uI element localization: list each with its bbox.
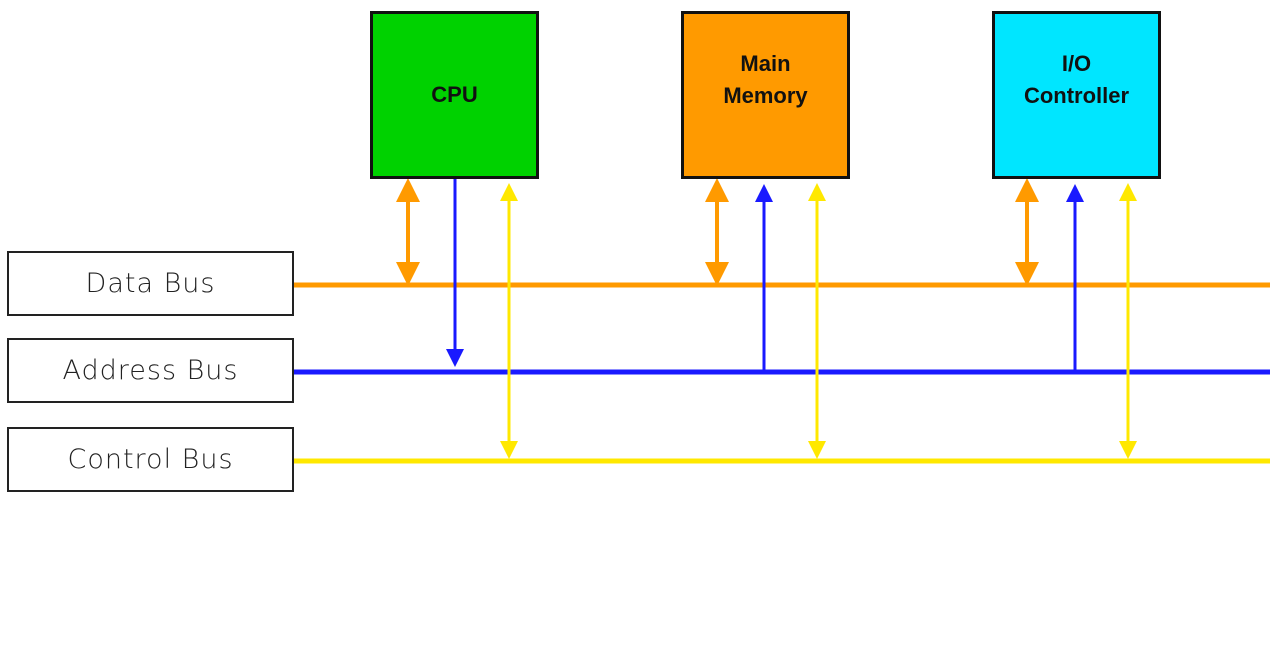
control-bus-label: Control Bus [67,444,234,475]
control-bus-label-box: Control Bus [7,427,294,492]
io-controller-box: I/O Controller [992,11,1161,179]
data-bus-label: Data Bus [85,268,216,299]
main-memory-label: Main Memory [723,51,808,108]
cpu-label: CPU [431,82,478,107]
address-bus-label-box: Address Bus [7,338,294,403]
data-bus-label-box: Data Bus [7,251,294,316]
main-memory-box: Main Memory [681,11,850,179]
cpu-box: CPU [370,11,539,179]
io-controller-label: I/O Controller [1023,51,1130,108]
address-bus-label: Address Bus [62,355,239,386]
